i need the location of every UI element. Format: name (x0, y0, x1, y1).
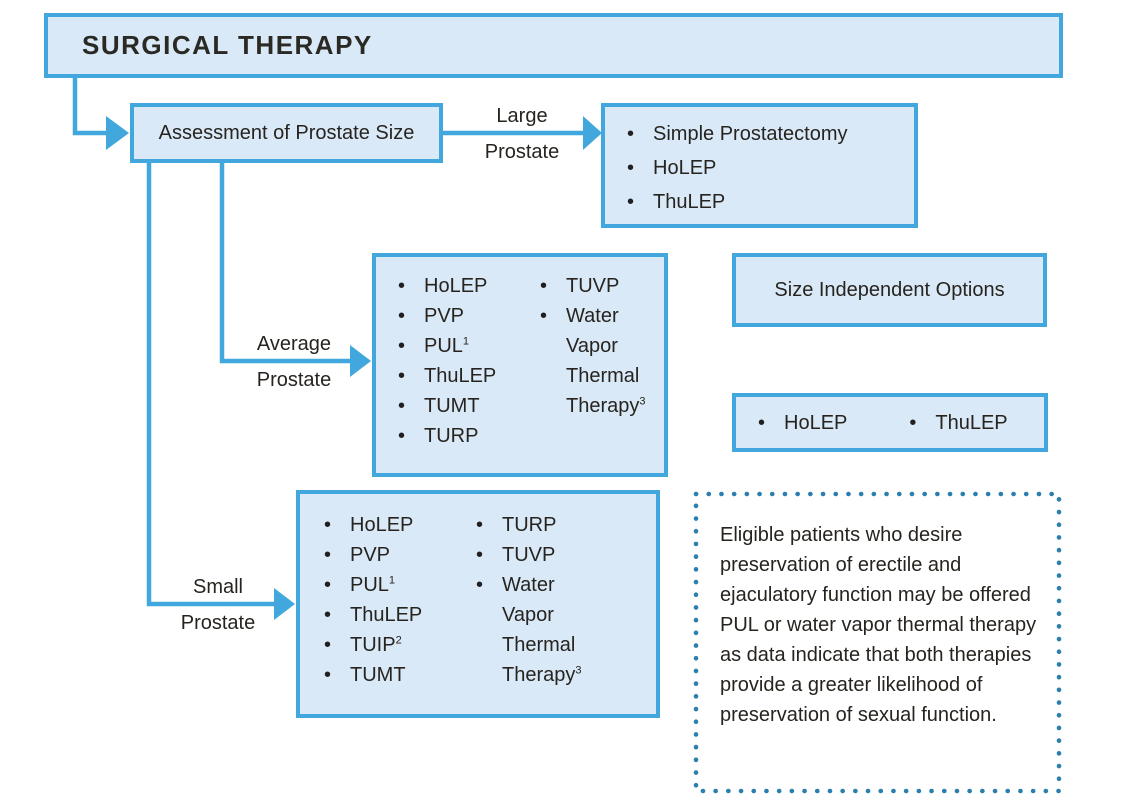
branch-label-line1: Small (192, 576, 243, 598)
surgical-therapy-header: SURGICAL THERAPY (44, 13, 1063, 78)
large-prostate-options-box: Simple Prostatectomy HoLEP ThuLEP (601, 103, 918, 228)
list-item: PUL1 (324, 570, 464, 600)
assessment-label: Assessment of Prostate Size (158, 121, 415, 144)
average-options-column-2: TUVP Water Vapor Thermal Therapy3 (540, 271, 646, 421)
arrowhead-assessment (106, 116, 129, 150)
size-independent-list-box: HoLEP ThuLEP (732, 393, 1048, 452)
list-item: PUL1 (398, 331, 530, 361)
average-prostate-options-box: HoLEP PVP PUL1 ThuLEP TUMT TURP TUVP Wat… (372, 253, 668, 477)
list-item: Water Vapor Thermal Therapy3 (540, 301, 646, 421)
eligibility-note-text: Eligible patients who desire preservatio… (720, 524, 1037, 726)
footnote-sup: 1 (462, 335, 470, 348)
footnote-sup: 3 (639, 395, 646, 408)
footnote-sup: 2 (395, 634, 402, 647)
branch-label-line2: Prostate (180, 612, 256, 634)
arrowhead-small (274, 588, 295, 620)
size-independent-label: Size Independent Options (774, 278, 1005, 301)
list-item: TUVP (540, 271, 636, 301)
list-item: HoLEP (627, 151, 914, 185)
average-options-column-1: HoLEP PVP PUL1 ThuLEP TUMT TURP (398, 271, 530, 451)
small-options-column-2: TURP TUVP Water Vapor Thermal Therapy3 (476, 510, 612, 690)
branch-label-line1: Large (496, 105, 548, 127)
list-item: TURP (398, 421, 530, 451)
branch-label-large-prostate: Large Prostate (443, 102, 601, 166)
arrowhead-large (583, 116, 602, 150)
list-item: ThuLEP (324, 600, 464, 630)
list-item: HoLEP (324, 510, 464, 540)
list-item: PVP (324, 540, 464, 570)
list-item: Simple Prostatectomy (627, 117, 914, 151)
list-item: ThuLEP (909, 408, 1007, 438)
branch-label-line1: Average (256, 333, 332, 355)
list-item: PVP (398, 301, 530, 331)
list-item: HoLEP (398, 271, 530, 301)
list-item: TUMT (324, 660, 464, 690)
list-item: TUMT (398, 391, 530, 421)
size-independent-list: HoLEP ThuLEP (736, 408, 1008, 438)
small-prostate-options-box: HoLEP PVP PUL1 ThuLEP TUIP2 TUMT TURP TU… (296, 490, 660, 718)
list-item: ThuLEP (627, 185, 914, 219)
eligibility-note-box: Eligible patients who desire preservatio… (692, 490, 1063, 795)
branch-label-line2: Prostate (256, 369, 332, 391)
list-item: ThuLEP (398, 361, 530, 391)
footnote-sup: 1 (388, 574, 396, 587)
arrowhead-average (350, 345, 371, 377)
list-item: HoLEP (758, 408, 847, 438)
size-independent-options-box: Size Independent Options (732, 253, 1047, 327)
large-prostate-options-list: Simple Prostatectomy HoLEP ThuLEP (627, 117, 914, 219)
list-item: TURP (476, 510, 612, 540)
small-options-column-1: HoLEP PVP PUL1 ThuLEP TUIP2 TUMT (324, 510, 464, 690)
list-item: TUVP (476, 540, 612, 570)
list-item: Water Vapor Thermal Therapy3 (476, 570, 612, 690)
branch-label-average-prostate: Average Prostate (238, 330, 350, 394)
branch-label-line2: Prostate (484, 141, 560, 163)
branch-label-small-prostate: Small Prostate (162, 573, 274, 637)
assessment-of-prostate-size-box: Assessment of Prostate Size (130, 103, 443, 163)
footnote-sup: 3 (575, 664, 582, 677)
list-item: TUIP2 (324, 630, 464, 660)
header-title: SURGICAL THERAPY (82, 30, 373, 60)
